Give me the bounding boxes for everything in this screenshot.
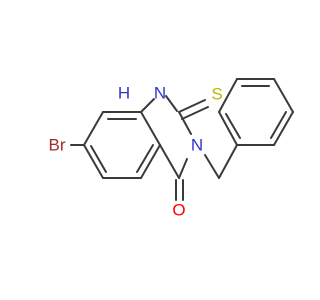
- bond: [178, 158, 188, 179]
- double-bond-inner: [225, 113, 241, 139]
- bond: [204, 154, 220, 179]
- bond: [140, 144, 161, 179]
- bond: [83, 144, 104, 179]
- bond: [159, 144, 180, 179]
- bond: [218, 144, 238, 179]
- bond: [273, 111, 294, 146]
- nh-hydrogen-label: H: [118, 84, 130, 103]
- double-bond-inner: [90, 145, 107, 173]
- bond: [165, 95, 178, 112]
- oxygen-label: O: [172, 201, 185, 220]
- bond: [140, 111, 161, 146]
- bond: [83, 111, 104, 146]
- fused-benzene-ring: [83, 111, 161, 179]
- nitrogen-label: N: [191, 136, 203, 155]
- thione-double-bond: [181, 106, 209, 120]
- molecule-canvas: H N S N O Br: [49, 78, 294, 220]
- bond: [273, 78, 294, 113]
- bond: [178, 111, 192, 135]
- bond: [218, 78, 238, 113]
- bromine-label: Br: [49, 136, 66, 155]
- pyrimidine-ring: [140, 95, 209, 201]
- nh-nitrogen-label: N: [154, 84, 166, 103]
- sulfur-label: S: [211, 85, 222, 104]
- double-bond-inner: [136, 144, 154, 173]
- molecule-structure: H N S N O Br: [49, 78, 294, 220]
- thione-double-bond: [178, 99, 206, 113]
- double-bond-inner: [270, 111, 287, 139]
- bond: [140, 98, 155, 113]
- bond: [218, 111, 238, 146]
- benzyl-group: [204, 78, 294, 179]
